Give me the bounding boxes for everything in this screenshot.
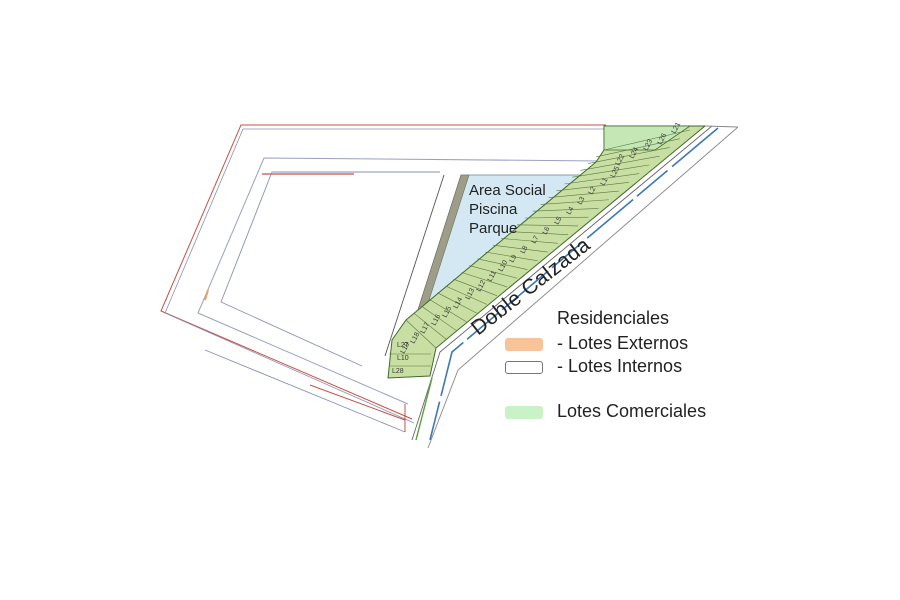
legend-heading: Residenciales [557, 308, 670, 328]
lot-divider [603, 129, 691, 151]
lot-divider [532, 208, 599, 212]
area-social-line-3: Parque [469, 220, 517, 237]
inner-ring-accent-2 [204, 289, 209, 301]
lot-divider [556, 182, 630, 192]
externos-swatch [505, 338, 543, 351]
lot-label-l21: L21 [671, 121, 683, 135]
lot-label-l13: L13 [465, 287, 477, 301]
area-social-line-1: Area Social [469, 182, 546, 199]
lot-divider [477, 258, 528, 270]
lot-label-l23: L23 [643, 138, 655, 152]
lot-divider [413, 312, 447, 340]
lot-label-l11: L11 [487, 270, 498, 283]
lot-divider [508, 231, 569, 235]
lot-label-l19: L19 [400, 341, 412, 355]
lot-label-l10: L10 [397, 355, 409, 362]
lot-label-l1: L1 [600, 177, 610, 187]
legend-comerciales-label: Lotes Comerciales [557, 401, 707, 421]
commercial-top-block [603, 125, 692, 151]
lot-divider [572, 164, 650, 178]
lot-divider [548, 190, 619, 198]
road-green-edge [415, 377, 433, 441]
inner-block-right [384, 174, 445, 357]
lot-divider [453, 278, 498, 296]
legend-externos-label: - Lotes Externos [557, 333, 689, 353]
lot-divider [469, 265, 518, 279]
lot-divider [588, 147, 670, 164]
lot-divider [596, 138, 680, 158]
outer-boundary [160, 124, 606, 420]
lot-label-l22: L22 [615, 153, 627, 167]
road-top-cap [704, 125, 739, 128]
lot-label-l7: L7 [531, 235, 541, 245]
lot-label-l4: L4 [566, 206, 576, 216]
road-edge-outer [427, 126, 739, 449]
lot-divider [564, 173, 640, 185]
lot-label-l26: L26 [657, 132, 669, 146]
lot-divider [461, 272, 508, 288]
inner-ring-top [197, 157, 601, 405]
lot-divider [501, 238, 558, 244]
south-lots-accent [309, 384, 406, 421]
doble-calzada-road [411, 125, 739, 449]
lot-divider [421, 306, 457, 331]
road-stripe [429, 127, 719, 441]
lot-label-l24: L24 [629, 146, 641, 160]
lot-label-l17: L17 [420, 321, 432, 335]
lot-label-l12: L12 [476, 279, 488, 293]
lot-label-l15: L15 [442, 305, 454, 319]
lot-divider [516, 224, 579, 227]
south-lots-line [204, 349, 406, 433]
outer-boundary-shadow [164, 128, 608, 424]
lot-label-l9: L9 [509, 254, 519, 264]
internos-swatch [505, 361, 543, 374]
area-social-label: Area Social Piscina Parque [469, 182, 546, 237]
lot-label-l3: L3 [577, 196, 587, 206]
lot-divider [485, 251, 538, 262]
lot-divider [445, 285, 487, 305]
lot-label-l28: L28 [392, 368, 404, 375]
lot-dividers [389, 129, 691, 367]
lot-label-l14: L14 [453, 296, 465, 310]
lot-labels: L21L26L23L24L22L25L1L2L3L4L5L6L7L8L9L10L… [392, 121, 682, 375]
lot-divider [580, 155, 660, 171]
lot-divider [524, 216, 589, 219]
lot-divider [540, 199, 609, 205]
area-social-line-2: Piscina [469, 201, 518, 218]
road-edge-inner [411, 125, 713, 441]
lot-divider [493, 244, 548, 253]
lot-label-l10: L10 [498, 259, 510, 273]
lot-label-l2: L2 [588, 186, 598, 196]
lot-label-l8: L8 [520, 245, 530, 255]
lot-label-l27: L27 [397, 342, 409, 349]
outer-block-outlines [160, 124, 608, 433]
lot-label-l25: L25 [610, 165, 622, 179]
comerciales-swatch [505, 406, 543, 419]
inner-block-left [220, 171, 440, 367]
lot-label-l18: L18 [410, 331, 422, 345]
lot-divider [437, 292, 477, 314]
lot-label-l5: L5 [554, 216, 564, 226]
lot-divider [429, 299, 467, 323]
lot-divider [405, 319, 437, 349]
legend-internos-label: - Lotes Internos [557, 356, 683, 376]
lot-label-l16: L16 [431, 313, 443, 327]
lot-label-l6: L6 [542, 226, 552, 236]
